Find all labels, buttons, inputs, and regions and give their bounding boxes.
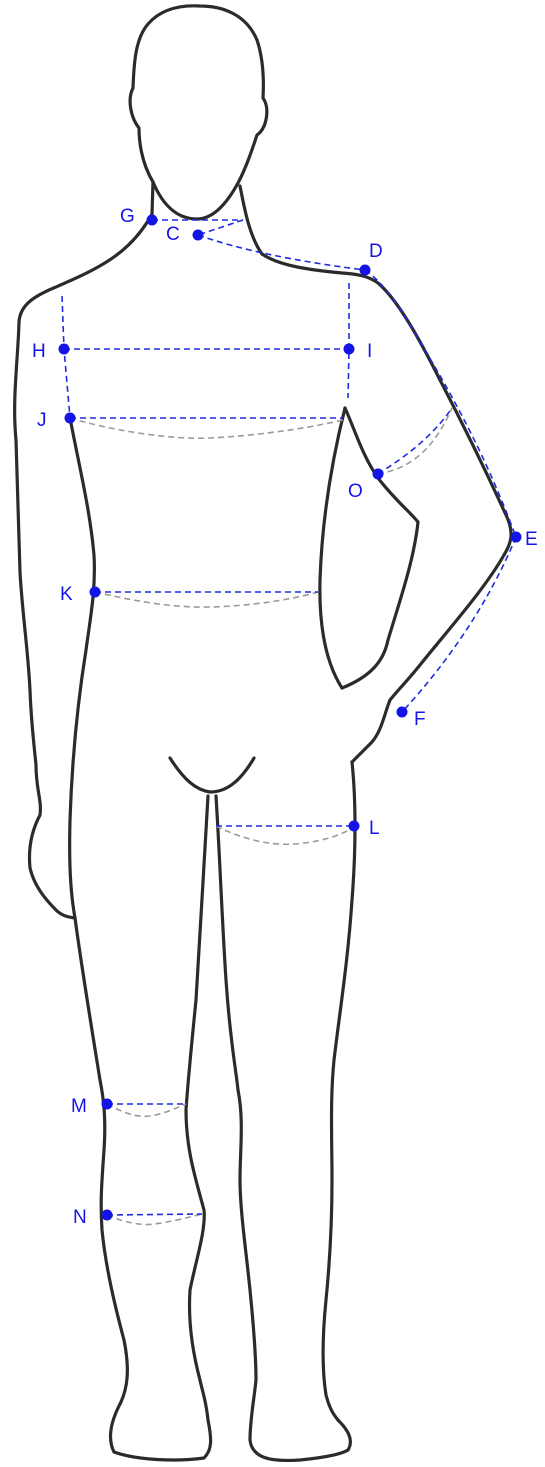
left-torso-side: [70, 418, 95, 918]
label-M: M: [71, 1096, 87, 1117]
point-F: [397, 707, 408, 718]
back-measurement-lines: [70, 408, 452, 1225]
mannequin-outline: [15, 6, 511, 1461]
point-M: [102, 1099, 113, 1110]
chest-back-line: [70, 418, 343, 438]
point-G: [147, 215, 158, 226]
label-K: K: [60, 584, 73, 605]
point-L: [349, 821, 360, 832]
left-leg-inner: [186, 796, 208, 1380]
label-H: H: [32, 341, 46, 362]
label-I: I: [367, 341, 372, 362]
point-K: [90, 587, 101, 598]
point-I: [344, 344, 355, 355]
label-J: J: [37, 410, 47, 431]
point-E: [511, 532, 522, 543]
neck-slope-line: [198, 220, 243, 235]
right-leg-outer: [323, 762, 355, 1420]
neck-right: [240, 186, 262, 254]
point-J: [65, 413, 76, 424]
point-N: [102, 1210, 113, 1221]
head-outline: [130, 6, 267, 219]
neck-to-shoulder-line: [198, 235, 365, 270]
left-shoulder-drop-line: [62, 296, 70, 418]
label-N: N: [73, 1207, 87, 1228]
point-C: [193, 230, 204, 241]
thigh-back-line: [216, 826, 354, 844]
calf-front-line: [107, 1214, 202, 1215]
label-G: G: [120, 206, 135, 227]
crotch-line: [170, 758, 254, 792]
right-arm-inner: [342, 408, 418, 688]
right-shoulder-drop-line: [348, 283, 349, 398]
bicep-back-line: [378, 408, 452, 474]
measurement-points: [59, 215, 522, 1221]
left-arm-outer: [15, 214, 152, 918]
point-H: [59, 344, 70, 355]
label-C: C: [166, 224, 180, 245]
right-arm-outer: [262, 254, 511, 762]
label-F: F: [414, 709, 426, 730]
neck-left: [152, 182, 153, 214]
point-O: [373, 469, 384, 480]
point-D: [360, 265, 371, 276]
knee-back-line: [107, 1104, 186, 1116]
point-labels: G C D H I J O E K F L M N: [32, 206, 538, 1228]
left-leg-outer: [75, 918, 211, 1460]
right-torso-side: [320, 408, 345, 688]
sleeve-upper-line: [365, 270, 516, 537]
front-measurement-lines: [62, 220, 516, 1215]
label-L: L: [369, 818, 380, 839]
waist-back-line: [95, 592, 318, 607]
label-O: O: [348, 481, 363, 502]
label-E: E: [525, 529, 538, 550]
bicep-front-line: [378, 408, 452, 474]
label-D: D: [369, 241, 383, 262]
